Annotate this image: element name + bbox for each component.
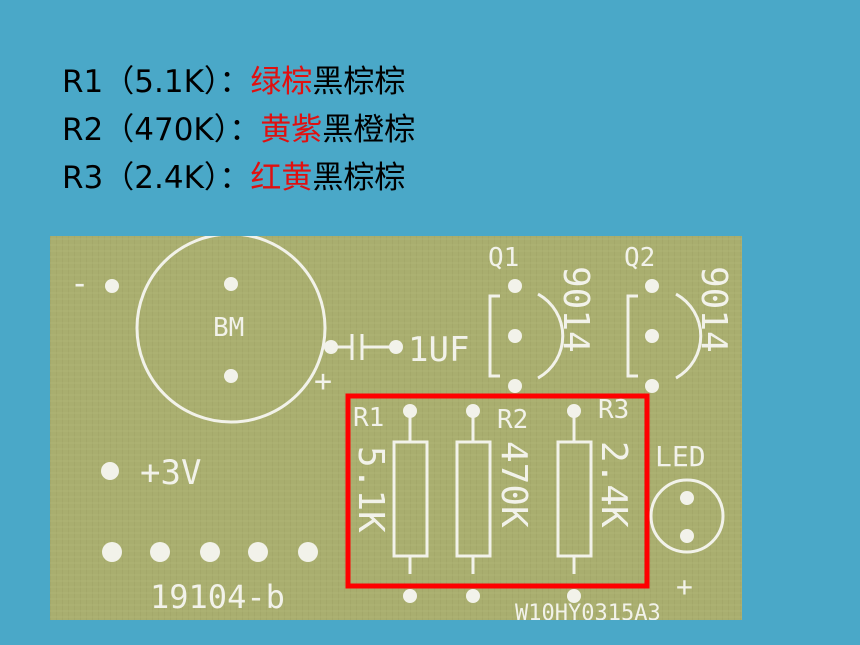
r1-label: R1 [353, 403, 384, 433]
r3-value-label: 2.4K [593, 441, 634, 528]
r2-label: R2 [497, 405, 528, 435]
q1-label: Q1 [488, 243, 519, 273]
board-code-label: W10HY0315A3 [515, 601, 661, 620]
pcb-photo: - BM + 1UF Q1 Q2 9014 9014 R1 R2 R3 5.1K… [50, 236, 742, 620]
r3-label: R3 [598, 395, 629, 425]
legend-red-bands: 红黄 [250, 160, 313, 196]
legend-label: R3（2.4K）： [62, 160, 251, 196]
led-outline [649, 478, 725, 554]
q2-part-label: 9014 [693, 266, 734, 353]
transistor-q2-outline [626, 294, 638, 378]
minus-label: - [70, 264, 89, 302]
r1-value-label: 5.1K [350, 446, 391, 533]
legend-red-bands: 黄紫 [260, 112, 323, 148]
resistor-color-legend: R1（5.1K）：绿棕黑棕棕 R2（470K）：黄紫黑橙棕 R3（2.4K）：红… [62, 58, 415, 202]
legend-row-r3: R3（2.4K）：红黄黑棕棕 [62, 154, 415, 202]
power-label: +3V [140, 453, 201, 493]
transistor-q1-outline [488, 294, 500, 378]
pcb-board [50, 236, 742, 620]
r2-value-label: 470K [493, 441, 534, 528]
resistor-highlight-box [345, 393, 650, 589]
plus-label: + [314, 364, 332, 399]
led-plus-label: + [676, 570, 693, 603]
legend-black-bands: 黑橙棕 [322, 112, 416, 148]
legend-black-bands: 黑棕棕 [312, 160, 406, 196]
legend-row-r1: R1（5.1K）：绿棕黑棕棕 [62, 58, 415, 106]
board-id-label: 19104-b [150, 578, 285, 616]
q2-label: Q2 [624, 243, 655, 273]
led-label: LED [655, 440, 706, 473]
buzzer-label: BM [213, 313, 244, 343]
legend-row-r2: R2（470K）：黄紫黑橙棕 [62, 106, 415, 154]
buzzer-outline [135, 236, 327, 424]
legend-black-bands: 黑棕棕 [312, 64, 406, 100]
legend-label: R1（5.1K）： [62, 64, 251, 100]
legend-label: R2（470K）： [62, 112, 261, 148]
legend-red-bands: 绿棕 [250, 64, 313, 100]
capacitor-label: 1UF [408, 330, 469, 370]
q1-part-label: 9014 [555, 266, 596, 353]
